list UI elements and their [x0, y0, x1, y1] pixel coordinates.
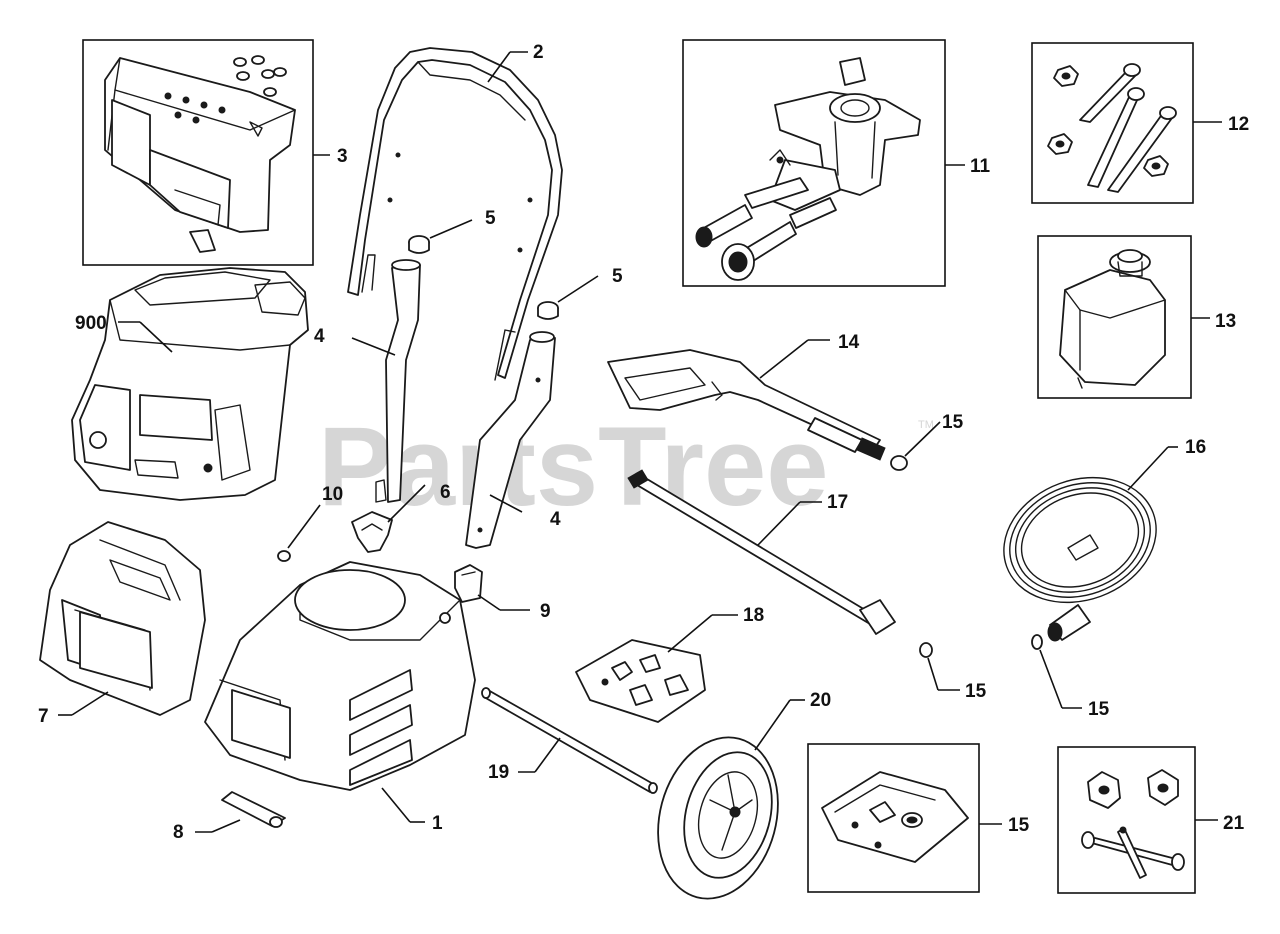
- leader-15a: [904, 421, 941, 457]
- part-5-cap-right[interactable]: [537, 301, 559, 320]
- leader-16a: [1127, 446, 1169, 491]
- part-label-7[interactable]: 7: [38, 706, 49, 727]
- part-4-lower-tube-left[interactable]: [375, 259, 421, 503]
- part-7-shroud[interactable]: [39, 521, 206, 716]
- part-13-box: [1037, 235, 1192, 399]
- part-9-bracket[interactable]: [454, 564, 483, 603]
- leader-20a: [754, 699, 791, 751]
- leader-19a: [534, 737, 561, 773]
- part-label-21[interactable]: 21: [1223, 813, 1245, 834]
- leader-18a: [667, 614, 713, 653]
- part-19-axle[interactable]: [481, 687, 658, 794]
- part-label-15b[interactable]: 15: [965, 681, 987, 702]
- leader-10: [287, 504, 321, 549]
- part-label-10[interactable]: 10: [322, 484, 343, 505]
- part-label-6[interactable]: 6: [440, 482, 451, 503]
- part-4-lower-tube-right[interactable]: [465, 331, 556, 549]
- part-15-kit[interactable]: [807, 743, 980, 893]
- part-1-frame[interactable]: [204, 561, 476, 791]
- part-15-washer-c[interactable]: [1031, 634, 1043, 650]
- part-label-1[interactable]: 1: [432, 813, 443, 834]
- part-11-box: [682, 39, 946, 287]
- part-15-box: [807, 743, 980, 893]
- leader-7a: [71, 691, 109, 716]
- part-6-clip[interactable]: [351, 511, 393, 553]
- leader-5b: [557, 275, 599, 303]
- part-18-nozzle-kit[interactable]: [575, 639, 706, 723]
- part-label-15a[interactable]: 15: [942, 412, 964, 433]
- leader-15b1: [927, 657, 939, 691]
- part-label-17[interactable]: 17: [827, 492, 848, 513]
- part-label-16[interactable]: 16: [1185, 437, 1206, 458]
- part-11-pump[interactable]: [682, 39, 946, 287]
- part-15-washer-b[interactable]: [919, 642, 933, 658]
- part-label-8[interactable]: 8: [173, 822, 184, 843]
- part-8-foot[interactable]: [221, 791, 286, 828]
- leader-1a: [381, 787, 411, 823]
- part-label-13[interactable]: 13: [1215, 311, 1236, 332]
- part-label-15d[interactable]: 15: [1008, 815, 1030, 836]
- leader-8a: [211, 819, 241, 833]
- leader-6: [387, 484, 426, 523]
- part-10-o-ring[interactable]: [277, 550, 291, 562]
- part-900-engine[interactable]: [71, 267, 309, 501]
- part-label-3[interactable]: 3: [337, 146, 348, 167]
- part-20-wheel[interactable]: [641, 724, 795, 912]
- leader-14a: [759, 339, 809, 379]
- part-17-spray-wand[interactable]: [627, 469, 896, 635]
- leader-5a: [429, 219, 473, 239]
- leader-900b: [139, 321, 173, 353]
- part-21-box: [1057, 746, 1196, 894]
- part-13-tank[interactable]: [1037, 235, 1192, 399]
- part-15-washer-a[interactable]: [890, 455, 908, 471]
- part-2-handle[interactable]: [347, 47, 563, 381]
- part-label-18[interactable]: 18: [743, 605, 764, 626]
- part-label-14[interactable]: 14: [838, 332, 860, 353]
- part-label-20[interactable]: 20: [810, 690, 831, 711]
- part-label-9[interactable]: 9: [540, 601, 551, 622]
- part-label-900[interactable]: 900: [75, 313, 107, 334]
- part-16-hose[interactable]: [986, 457, 1174, 642]
- part-21-wheel-hardware[interactable]: [1057, 746, 1196, 894]
- part-label-2[interactable]: 2: [533, 42, 544, 63]
- part-12-bolts[interactable]: [1031, 42, 1194, 204]
- leader-17a: [757, 501, 801, 546]
- part-label-5b[interactable]: 5: [612, 266, 623, 287]
- leader-9a: [477, 594, 501, 611]
- part-label-11[interactable]: 11: [970, 156, 991, 177]
- part-label-4a[interactable]: 4: [314, 326, 325, 347]
- watermark-trademark: TM: [918, 419, 934, 431]
- leader-15c1: [1039, 649, 1063, 709]
- part-3-control-panel[interactable]: [82, 39, 314, 266]
- leader-2a: [487, 51, 511, 83]
- leader-4a: [351, 337, 396, 356]
- part-12-box: [1031, 42, 1194, 204]
- part-label-12[interactable]: 12: [1228, 114, 1249, 135]
- part-5-cap-left[interactable]: [408, 235, 430, 254]
- leader-4b: [489, 494, 523, 513]
- part-3-box: [82, 39, 314, 266]
- part-label-5a[interactable]: 5: [485, 208, 496, 229]
- part-label-19[interactable]: 19: [488, 762, 509, 783]
- part-label-15c[interactable]: 15: [1088, 699, 1110, 720]
- part-label-4b[interactable]: 4: [550, 509, 561, 530]
- part-14-spray-gun[interactable]: [607, 349, 886, 461]
